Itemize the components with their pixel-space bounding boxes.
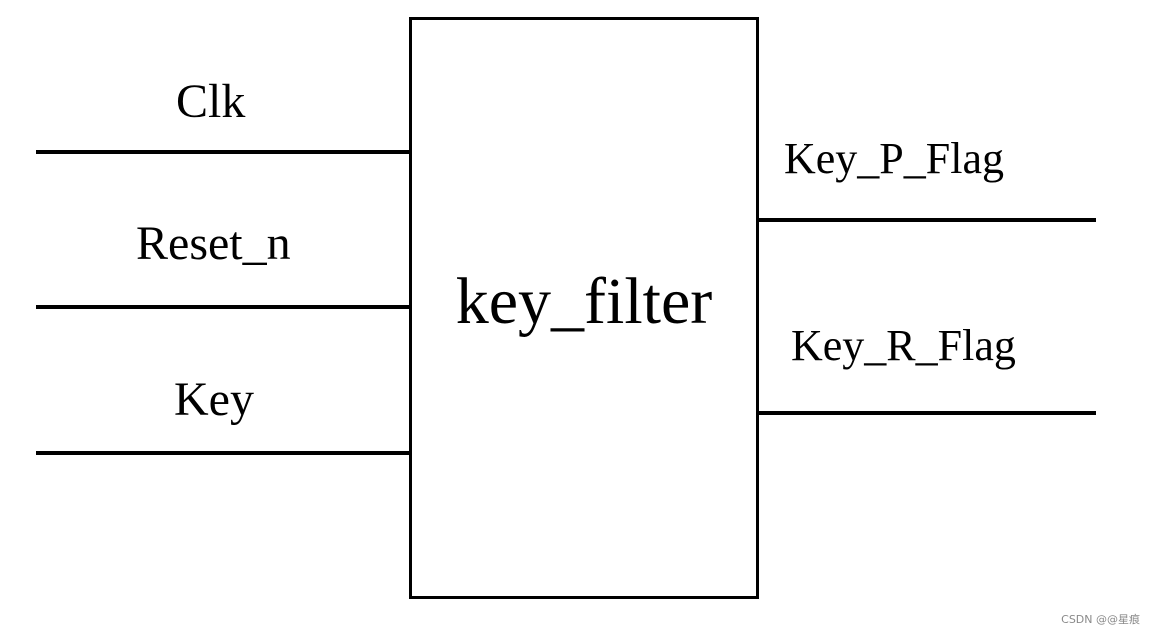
output-label-key-p-flag: Key_P_Flag <box>784 134 1004 183</box>
module-name-label: key_filter <box>455 265 713 338</box>
output-label-key-r-flag: Key_R_Flag <box>791 321 1016 370</box>
input-wire-key <box>36 451 411 455</box>
input-wire-reset-n <box>36 305 411 309</box>
input-label-clk: Clk <box>176 75 246 128</box>
input-wire-clk <box>36 150 411 154</box>
output-wire-key-p-flag <box>756 218 1096 222</box>
output-wire-key-r-flag <box>756 411 1096 415</box>
input-label-key: Key <box>174 373 254 426</box>
watermark-text: CSDN @@星痕 <box>1061 613 1140 626</box>
input-label-reset-n: Reset_n <box>136 217 291 270</box>
